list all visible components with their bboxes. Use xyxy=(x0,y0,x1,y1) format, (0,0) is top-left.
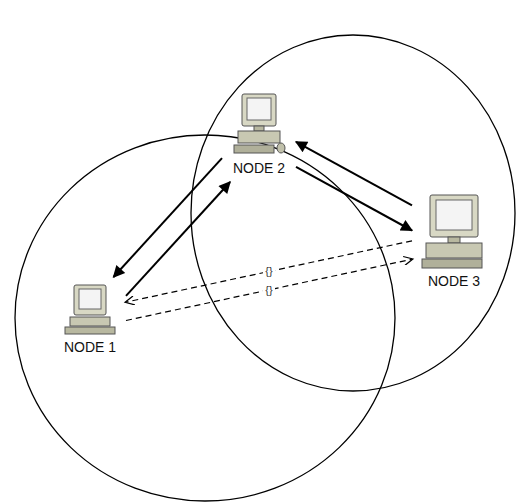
link-arrow xyxy=(114,158,223,277)
computer-node: NODE 1 xyxy=(60,283,120,355)
computer-node: NODE 2 xyxy=(228,92,290,176)
computer-icon xyxy=(418,193,490,271)
edge-label: {} xyxy=(263,284,274,296)
link-arrow xyxy=(296,142,412,206)
range-circle xyxy=(191,35,515,391)
edge-label: {} xyxy=(263,265,274,277)
link-arrow xyxy=(296,167,412,231)
node-label: NODE 1 xyxy=(64,339,116,355)
link-arrow xyxy=(126,182,230,296)
dashed-link xyxy=(126,259,412,320)
node-label: NODE 2 xyxy=(233,160,285,176)
node-label: NODE 3 xyxy=(428,273,480,289)
computer-icon xyxy=(60,283,120,337)
dashed-link xyxy=(126,241,412,302)
computer-node: NODE 3 xyxy=(418,193,490,289)
computer-icon xyxy=(228,92,290,158)
